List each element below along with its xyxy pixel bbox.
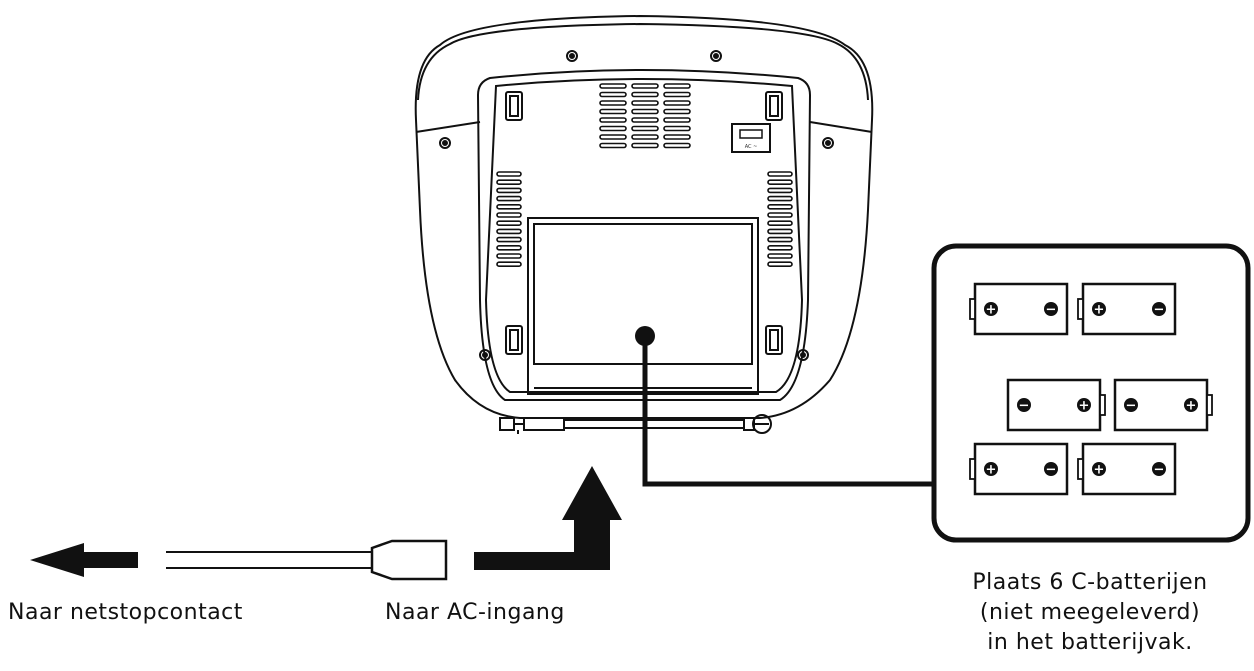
handle-slot-top-right [765,91,783,121]
device-inner-panel-lip [484,78,804,393]
device-inner-panel [476,69,812,401]
battery-layout: +−+−+−+−+−+− [969,282,1213,496]
ac-socket-marking: AC ~ [745,144,758,150]
device-rear-view [414,14,874,419]
handle-slot-bottom-right [765,325,783,355]
label-to-ac-input: Naar AC-ingang [385,600,565,625]
plus-terminal-icon [1077,398,1091,412]
battery-c-cell: +− [969,282,1069,336]
plus-terminal-icon [1184,398,1198,412]
minus-sign: − [1154,463,1165,478]
vent-grille-left [496,171,522,268]
telescopic-antenna [499,414,772,434]
vent-grille-top-1 [599,83,627,149]
vent-grille-top-2 [631,83,659,149]
plus-sign: + [986,303,997,318]
plus-sign: + [1079,399,1090,414]
minus-terminal-icon [1124,398,1138,412]
minus-sign: − [1154,303,1165,318]
minus-terminal-icon [1044,462,1058,476]
battery-c-cell: +− [1077,282,1177,336]
plus-sign: + [986,463,997,478]
handle-slot-bottom-left [505,325,523,355]
plus-sign: + [1186,399,1197,414]
plus-terminal-icon [984,302,998,316]
device-side-seam-left [415,121,481,133]
battery-instruction-line: in het batterijvak. [987,630,1193,655]
minus-sign: − [1019,399,1030,414]
minus-terminal-icon [1044,302,1058,316]
minus-sign: − [1046,463,1057,478]
battery-instruction: Plaats 6 C-batterijen (niet meegeleverd)… [930,568,1250,658]
battery-instruction-line: (niet meegeleverd) [979,600,1201,625]
power-cord [30,466,622,581]
battery-c-cell: +− [1113,378,1213,432]
plus-terminal-icon [984,462,998,476]
ac-input-socket: AC ~ [731,123,771,153]
label-to-mains: Naar netstopcontact [8,600,243,625]
battery-c-cell: +− [1006,378,1106,432]
battery-leader-line [635,326,934,487]
minus-terminal-icon [1152,302,1166,316]
cord-plug [370,539,448,581]
battery-c-cell: +− [969,442,1069,496]
device-housing-outline [414,14,874,419]
vent-grille-top-3 [663,83,691,149]
plus-sign: + [1094,463,1105,478]
plus-sign: + [1094,303,1105,318]
vent-grille-right [767,171,793,268]
speaker-vents [496,83,793,268]
minus-terminal-icon [1017,398,1031,412]
minus-sign: − [1046,303,1057,318]
minus-terminal-icon [1152,462,1166,476]
plus-terminal-icon [1092,302,1106,316]
minus-sign: − [1126,399,1137,414]
screw-icon [439,50,834,361]
arrow-to-ac-input [474,466,622,570]
handle-slot-top-left [505,91,523,121]
device-side-seam-right [809,121,873,133]
arrow-to-mains [30,543,138,577]
plus-terminal-icon [1092,462,1106,476]
battery-c-cell: +− [1077,442,1177,496]
device-top-rim [417,22,869,101]
battery-instruction-line: Plaats 6 C-batterijen [972,570,1208,595]
